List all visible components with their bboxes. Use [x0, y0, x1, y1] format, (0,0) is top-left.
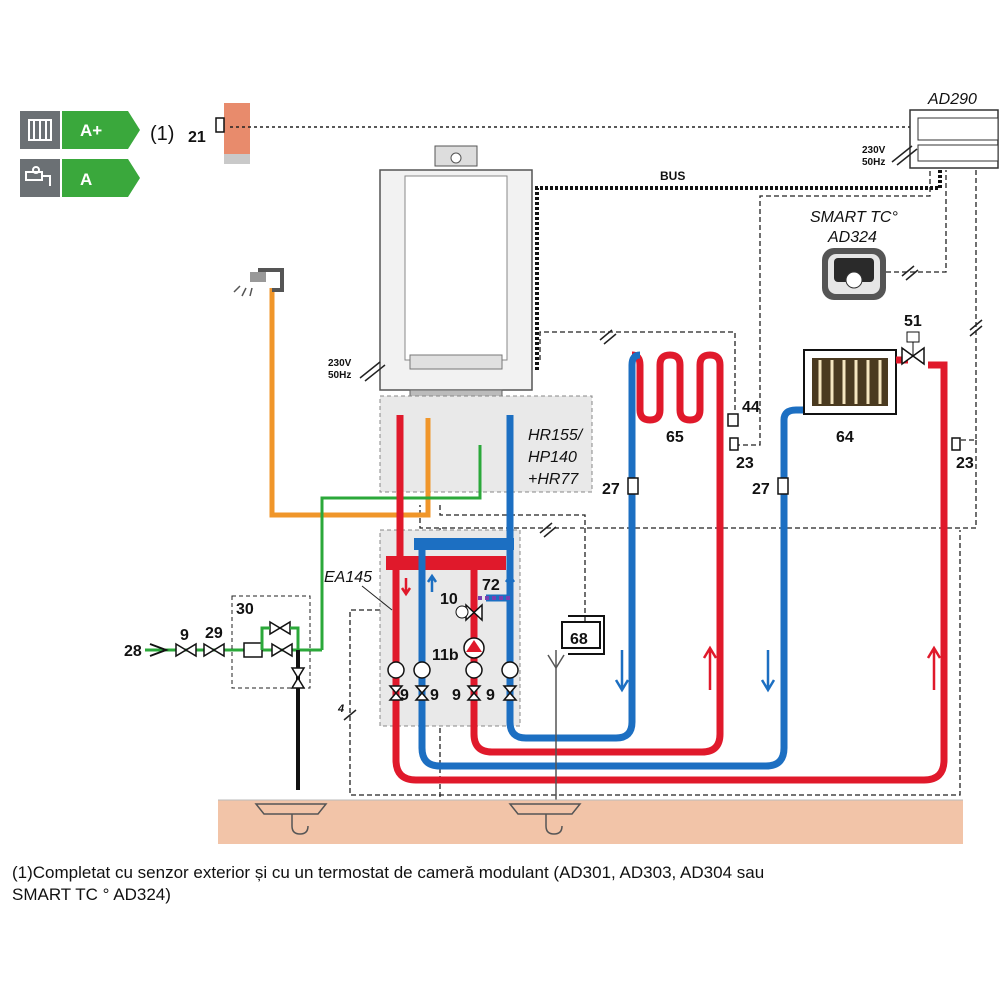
label-hr155: HR155/ [528, 427, 584, 444]
footnote-line-2: SMART TC ° AD324) [12, 885, 171, 904]
label-hp140: HP140 [528, 449, 577, 466]
heating-pipes [396, 415, 514, 560]
inlet-arrow-icon [149, 643, 169, 657]
dhw-pipe [269, 288, 431, 518]
label-ea145: EA145 [324, 569, 372, 586]
isolation-valves [388, 685, 518, 701]
cold-header [414, 538, 514, 550]
label-9-b: 9 [430, 687, 439, 704]
thermometer-icons [387, 661, 519, 679]
label-68: 68 [570, 631, 588, 648]
label-4: 4 [337, 703, 344, 715]
radiator-supply-pipe [392, 361, 948, 784]
label-27-a: 27 [602, 481, 620, 498]
connection-kit-box [379, 395, 593, 493]
flow-arrows [400, 573, 942, 693]
motorized-valve-icon [455, 603, 483, 622]
outdoor-sensor-wall [224, 103, 250, 154]
energy-grade-dhw: A [80, 170, 92, 189]
tap-water-icon [25, 166, 51, 186]
label-51: 51 [904, 313, 922, 330]
label-smart-tc: SMART TC° [810, 209, 898, 226]
label-11b: 11b [432, 647, 459, 664]
ad290-controller [909, 109, 999, 169]
underfloor-supply-pipe [470, 351, 724, 756]
label-65: 65 [666, 429, 684, 446]
label-64: 64 [836, 429, 854, 446]
boiler [379, 145, 533, 409]
thermostatic-valve-icon [901, 331, 925, 366]
energy-grade-heating: A+ [80, 121, 102, 140]
sensor-icons [627, 413, 961, 495]
label-bus: BUS [660, 169, 685, 183]
footnote-line-1: (1)Completat cu senzor exterior și cu un… [12, 863, 765, 882]
label-23-b: 23 [956, 455, 974, 472]
label-23-a: 23 [736, 455, 754, 472]
underfloor-return-pipe [506, 365, 636, 742]
radiator-icon [28, 119, 52, 141]
controller-frequency: 50Hz [862, 157, 885, 168]
controller-voltage: 230V [862, 145, 886, 156]
shower-tap-icon [233, 268, 284, 297]
label-29: 29 [205, 625, 223, 642]
condensate-neutralizer [561, 615, 605, 655]
boiler-frequency: 50Hz [328, 370, 351, 381]
label-28: 28 [124, 643, 142, 660]
label-ad324: AD324 [827, 229, 877, 246]
label-27-b: 27 [752, 481, 770, 498]
smart-tc-thermostat [822, 248, 886, 300]
outdoor-sensor-icon [215, 117, 225, 133]
radiator-return-pipe [418, 406, 808, 770]
energy-label-dhw: A [20, 159, 140, 197]
hot-header [386, 556, 506, 570]
label-44: 44 [742, 399, 760, 416]
label-9-c: 9 [452, 687, 461, 704]
floor-drains [254, 803, 582, 835]
label-9-d: 9 [486, 687, 495, 704]
boiler-voltage: 230V [328, 358, 352, 369]
safety-group-box [231, 595, 311, 689]
label-9-a: 9 [400, 687, 409, 704]
label-10: 10 [440, 591, 458, 608]
label-ad290: AD290 [927, 91, 977, 108]
bus-cable [535, 170, 942, 370]
pump-icon [463, 637, 485, 659]
label-hr77: +HR77 [528, 471, 579, 488]
label-9-inlet: 9 [180, 627, 189, 644]
valves-inlet [175, 620, 306, 689]
energy-label-heating: A+ [20, 111, 140, 149]
label-72: 72 [482, 577, 500, 594]
label-21: 21 [188, 129, 206, 146]
note-marker: (1) [150, 123, 174, 145]
radiator-icon-main [803, 349, 897, 415]
footnote: (1)Completat cu senzor exterior și cu un… [12, 862, 997, 906]
floor [218, 800, 963, 844]
label-30: 30 [236, 601, 254, 618]
